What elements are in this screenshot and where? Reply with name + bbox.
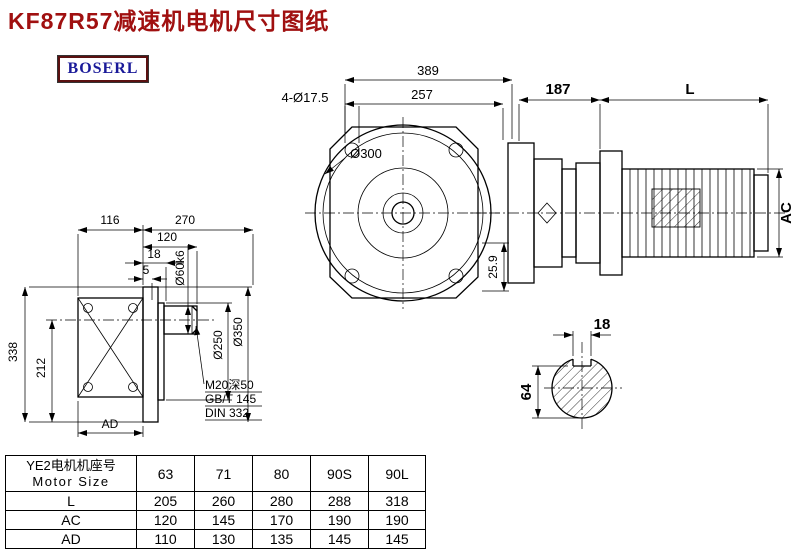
dim-flange-dia-group: Ø300 bbox=[324, 146, 382, 175]
dim-overall-width-group: 389 bbox=[344, 63, 513, 139]
cell-ac-63: 120 bbox=[136, 510, 195, 530]
side-view bbox=[470, 142, 786, 284]
dim-motor-length-group: L bbox=[600, 81, 769, 173]
cell-ac-90s: 190 bbox=[310, 510, 369, 530]
dim-shaft-dia: Ø60k6 bbox=[173, 250, 187, 286]
cell-l-71: 260 bbox=[194, 491, 253, 511]
dim-total-height: 338 bbox=[6, 342, 20, 362]
dim-key-width: 18 bbox=[594, 316, 611, 333]
cell-l-90s: 288 bbox=[310, 491, 369, 511]
dim-key-step: 18 bbox=[147, 247, 161, 261]
table-header-motor-size: YE2电机机座号 Motor Size bbox=[5, 455, 137, 492]
table-row-l: L 205 260 280 288 318 bbox=[5, 491, 426, 511]
cell-l-80: 280 bbox=[252, 491, 311, 511]
table-col-80: 80 bbox=[252, 455, 311, 492]
table-header-row: YE2电机机座号 Motor Size 63 71 80 90S 90L bbox=[5, 455, 426, 492]
dim-bolt-holes: 4-Ø17.5 bbox=[282, 90, 329, 105]
tap-note-1: M20深50 bbox=[205, 378, 254, 392]
dim-motor-dia-group: AC bbox=[757, 168, 795, 258]
dim-motor-length: L bbox=[685, 81, 694, 98]
shaft-section-view bbox=[544, 342, 622, 430]
dim-flange-width: 257 bbox=[411, 87, 433, 102]
dim-shaft-flat: 64 bbox=[518, 383, 535, 400]
row-label-ac: AC bbox=[5, 510, 137, 530]
dim-offset-group: 25.9 bbox=[482, 242, 509, 292]
cell-ac-80: 170 bbox=[252, 510, 311, 530]
tap-note-2: GB/T 145 bbox=[205, 392, 256, 406]
motor-size-table: YE2电机机座号 Motor Size 63 71 80 90S 90L L 2… bbox=[5, 455, 426, 549]
dim-center-height-group: 212 bbox=[34, 320, 55, 422]
row-label-l: L bbox=[5, 491, 137, 511]
cell-ad-90s: 145 bbox=[310, 529, 369, 549]
dim-out-flange-dia-group: Ø350 bbox=[158, 286, 252, 422]
section-diamond-icon bbox=[537, 202, 557, 224]
table-col-90l: 90L bbox=[368, 455, 426, 492]
tap-hole-annotation: M20深50 GB/T 145 DIN 332 bbox=[194, 325, 262, 421]
cell-ac-90l: 190 bbox=[368, 510, 426, 530]
dim-flange-dia: Ø300 bbox=[350, 146, 382, 161]
left-view bbox=[46, 286, 215, 423]
dim-total-width: 270 bbox=[175, 213, 195, 227]
dim-shaft-length-group: 120 bbox=[143, 230, 198, 304]
tap-note-3: DIN 332 bbox=[205, 406, 249, 420]
dim-key-width-group: 18 bbox=[553, 316, 611, 356]
dim-body-width: 116 bbox=[100, 213, 119, 227]
dim-bolt-holes-group: 4-Ø17.5 bbox=[282, 90, 360, 143]
table-col-63: 63 bbox=[136, 455, 195, 492]
dim-overall-width: 389 bbox=[417, 63, 439, 78]
dim-key-step-group: 18 bbox=[125, 247, 184, 301]
dim-total-width-group: 270 bbox=[143, 213, 254, 285]
dim-shaft-length: 120 bbox=[157, 230, 177, 244]
dim-motor-dia: AC bbox=[778, 202, 795, 224]
table-header-en: Motor Size bbox=[32, 473, 110, 489]
cell-ad-80: 135 bbox=[252, 529, 311, 549]
dim-shaft-flat-group: 64 bbox=[518, 365, 579, 419]
page-title: KF87R57减速机电机尺寸图纸 bbox=[8, 8, 330, 34]
dim-spigot-dia-group: Ø250 bbox=[166, 302, 232, 401]
cell-ad-63: 110 bbox=[136, 529, 195, 549]
table-row-ac: AC 120 145 170 190 190 bbox=[5, 510, 426, 530]
terminal-box bbox=[651, 188, 701, 228]
dim-adapter-length: 187 bbox=[545, 81, 570, 98]
cell-ac-71: 145 bbox=[194, 510, 253, 530]
dimensions: 389 257 4-Ø17.5 Ø300 25.9 bbox=[6, 63, 795, 437]
table-header-cn: YE2电机机座号 bbox=[26, 457, 116, 473]
dim-shaft-dia-group: Ø60k6 bbox=[173, 245, 191, 334]
row-label-ad: AD bbox=[5, 529, 137, 549]
table-col-71: 71 bbox=[194, 455, 253, 492]
dim-offset: 25.9 bbox=[486, 255, 500, 279]
dim-spigot-depth: 5 bbox=[143, 263, 150, 277]
dim-center-height: 212 bbox=[34, 358, 48, 378]
dim-out-flange-dia: Ø350 bbox=[231, 317, 245, 347]
dim-body-width-group: 116 bbox=[77, 213, 144, 296]
cell-ad-90l: 145 bbox=[368, 529, 426, 549]
dim-ad-group: AD bbox=[77, 401, 144, 437]
brand-logo: BOSERL bbox=[57, 55, 149, 83]
cell-l-90l: 318 bbox=[368, 491, 426, 511]
cell-ad-71: 130 bbox=[194, 529, 253, 549]
table-row-ad: AD 110 130 135 145 145 bbox=[5, 529, 426, 549]
dim-flange-width-group: 257 bbox=[345, 87, 504, 140]
dim-total-height-group: 338 bbox=[6, 286, 158, 423]
dim-adapter-length-group: 187 bbox=[518, 81, 601, 149]
table-col-90s: 90S bbox=[310, 455, 369, 492]
dim-spigot-dia: Ø250 bbox=[211, 330, 225, 360]
dim-spigot-depth-group: 5 bbox=[128, 263, 167, 300]
dim-ad: AD bbox=[102, 417, 119, 431]
cell-l-63: 205 bbox=[136, 491, 195, 511]
